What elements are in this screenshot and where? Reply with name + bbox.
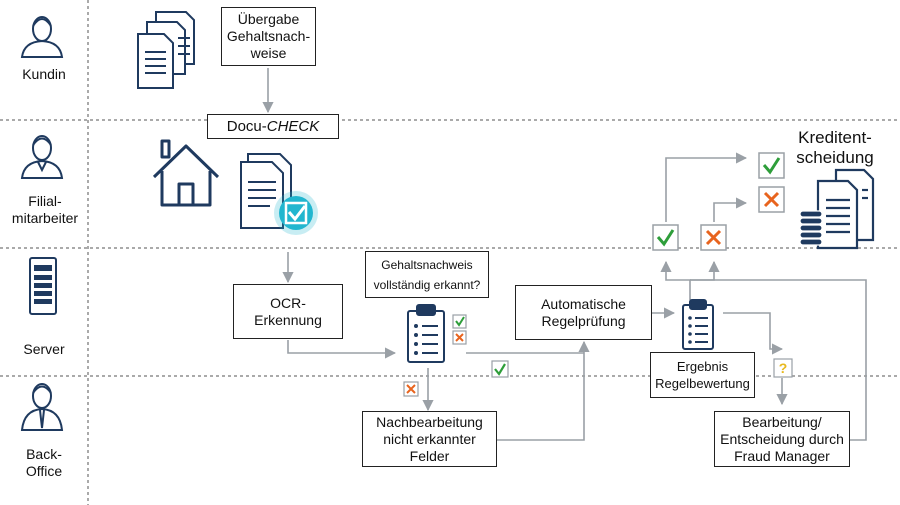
regelpruefung-box: Automatische Regelprüfung xyxy=(515,285,652,340)
fraud-line2: Entscheidung durch xyxy=(720,430,844,447)
nachbearbeitung-box: Nachbearbeitung nicht erkannter Felder xyxy=(362,411,497,467)
ocr-line1: OCR- xyxy=(270,294,306,311)
document-check-icon xyxy=(240,153,318,235)
lane-label-filial-line1: Filial- xyxy=(28,193,62,209)
cross-icon-small-nein xyxy=(452,330,467,345)
question-box: Gehaltsnachweis vollständig erkannt? xyxy=(365,251,489,298)
lane-label-back-line2: Office xyxy=(25,463,63,479)
lane-label-filial-line2: mitarbeiter xyxy=(11,210,79,226)
nachbearbeitung-line2: nicht erkannter xyxy=(383,430,476,447)
docucheck-box: Docu-CHECK xyxy=(207,114,339,139)
nachbearbeitung-line3: Felder xyxy=(409,447,450,464)
svg-text:?: ? xyxy=(779,360,788,376)
documents-icon xyxy=(137,11,195,89)
check-icon-kredit xyxy=(758,152,785,179)
nachbearbeitung-line1: Nachbearbeitung xyxy=(376,413,483,430)
ocr-line2: Erkennung xyxy=(254,311,322,328)
docucheck-suffix: CHECK xyxy=(266,118,320,135)
house-icon xyxy=(152,139,220,207)
person-icon-backoffice xyxy=(20,383,64,431)
ocr-box: OCR- Erkennung xyxy=(233,284,343,339)
lane-label-filialmitarbeiter: Filial- mitarbeiter xyxy=(2,193,88,227)
person-icon-kundin xyxy=(20,16,64,58)
question-line1: Gehaltsnachweis xyxy=(381,257,473,272)
ergebnis-box: Ergebnis Regelbewertung xyxy=(650,352,755,398)
server-icon xyxy=(29,257,57,315)
ergebnis-line2: Regelbewertung xyxy=(655,376,750,391)
cross-icon-nachbearbeitung xyxy=(403,381,419,397)
kreditentscheidung-line1: Kreditent- xyxy=(798,128,872,147)
question-icon: ? xyxy=(773,358,793,378)
person-icon-filialmitarbeiter xyxy=(20,135,64,179)
uebergabe-line2: Gehaltsnach- xyxy=(226,28,311,44)
fraud-line3: Fraud Manager xyxy=(734,447,830,464)
uebergabe-box: Übergabe Gehaltsnach- weise xyxy=(221,7,316,66)
fraud-box: Bearbeitung/ Entscheidung durch Fraud Ma… xyxy=(714,411,850,467)
check-icon-bewertung xyxy=(652,224,679,251)
uebergabe-line1: Übergabe xyxy=(237,11,300,27)
check-icon-erkannt xyxy=(491,360,509,378)
question-line2: vollständig erkannt? xyxy=(373,277,481,292)
connectors xyxy=(262,68,867,441)
lane-label-backoffice: Back- Office xyxy=(4,446,84,480)
clipboard-icon-regelpruefung xyxy=(682,299,714,350)
kreditentscheidung-label: Kreditent- scheidung xyxy=(780,128,890,168)
lane-label-server: Server xyxy=(23,341,65,357)
kreditentscheidung-line2: scheidung xyxy=(796,148,874,167)
lane-label-kundin: Kundin xyxy=(22,66,66,82)
clipboard-icon-vollstaendig xyxy=(407,304,445,363)
cross-icon-kredit xyxy=(758,186,785,213)
regelpruefung-line1: Automatische xyxy=(541,295,626,312)
ergebnis-line1: Ergebnis xyxy=(676,359,729,374)
lane-label-back-line1: Back- xyxy=(26,446,62,462)
docucheck-prefix: Docu- xyxy=(226,118,267,135)
uebergabe-line3: weise xyxy=(250,45,287,61)
check-icon-small-ja xyxy=(452,314,467,329)
regelpruefung-line2: Regelprüfung xyxy=(541,312,626,329)
fraud-line1: Bearbeitung/ xyxy=(742,413,822,430)
cross-icon-bewertung xyxy=(700,224,727,251)
credit-documents-icon xyxy=(799,168,875,250)
